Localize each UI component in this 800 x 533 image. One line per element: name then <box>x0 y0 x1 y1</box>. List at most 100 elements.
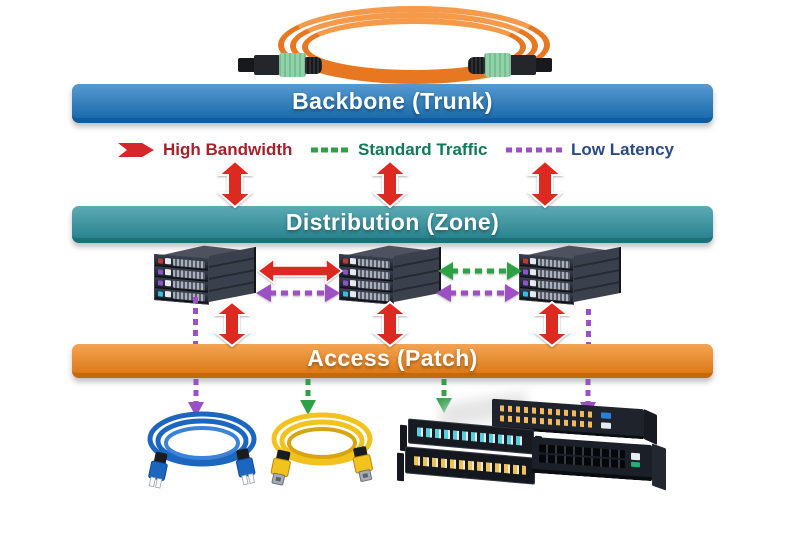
bay-grille <box>173 258 205 268</box>
trunk-cable-coil <box>302 18 526 76</box>
bay-led <box>343 257 348 264</box>
high-bandwidth-vertical-arrow <box>533 300 571 348</box>
legend-label-high-bandwidth: High Bandwidth <box>163 140 293 159</box>
bay-grille <box>173 291 205 301</box>
legend-item-standard-traffic: Standard Traffic <box>310 140 488 160</box>
port-group <box>539 444 625 469</box>
legend-label-low-latency: Low Latency <box>571 140 674 159</box>
bay-led <box>523 257 528 264</box>
backbone-banner-label: Backbone (Trunk) <box>292 87 493 114</box>
bay-button <box>165 257 171 265</box>
mpo-connector-body <box>510 55 536 75</box>
bay-led <box>343 268 348 275</box>
distribution-switch <box>150 243 258 309</box>
bay-button <box>350 268 356 276</box>
port-row <box>414 456 526 475</box>
low-latency-pass-through-line <box>586 309 591 344</box>
low-latency-drop-arrow <box>188 379 204 417</box>
port-row <box>417 427 525 446</box>
standard-traffic-drop-arrow <box>300 379 316 415</box>
bay-button <box>350 290 356 298</box>
bay-grille <box>358 258 390 268</box>
bay-led <box>523 268 528 275</box>
green-dashed-line-icon <box>310 147 348 153</box>
bay-button <box>530 268 536 276</box>
legend-item-low-latency: Low Latency <box>506 140 674 160</box>
bay-grille <box>538 280 570 290</box>
legend: High Bandwidth Standard Traffic Low Late… <box>118 139 674 161</box>
low-latency-pass-through-line <box>193 297 198 344</box>
mpo-connector-tip <box>238 58 256 72</box>
high-bandwidth-vertical-arrow <box>526 159 564 209</box>
rack-ear <box>652 443 666 491</box>
bay-led <box>343 279 348 286</box>
mpo-connector-left-icon <box>238 50 322 80</box>
high-bandwidth-horizontal-arrow <box>256 257 344 285</box>
bay-button <box>165 279 171 287</box>
bay-grille <box>173 280 205 290</box>
bay-button <box>530 257 536 265</box>
bay-grille <box>358 291 390 301</box>
bay-led <box>158 268 163 275</box>
fiber-connector-icon <box>352 446 373 482</box>
bay-grille <box>538 291 570 301</box>
trunk-cable-coil <box>290 12 538 80</box>
distribution-banner-label: Distribution (Zone) <box>285 208 500 235</box>
bay-led <box>343 290 348 297</box>
mpo-connector-body <box>254 55 280 75</box>
standard-traffic-dashed-arrow <box>438 262 522 280</box>
fiber-connector-icon <box>270 449 291 486</box>
low-latency-dashed-arrow <box>256 284 340 302</box>
uplink-ports <box>601 411 611 429</box>
mpo-connector-boot <box>468 56 485 74</box>
bay-button <box>350 279 356 287</box>
bay-led <box>158 290 163 297</box>
legend-label-standard-traffic: Standard Traffic <box>357 140 488 159</box>
switch-front-face <box>154 254 209 305</box>
rack-ear <box>644 409 657 445</box>
rack-ear <box>397 452 404 482</box>
switch-side-face <box>209 246 256 302</box>
bay-button <box>530 290 536 298</box>
bay-grille <box>358 269 390 279</box>
bay-button <box>165 268 171 276</box>
port-row <box>500 414 596 428</box>
high-bandwidth-vertical-arrow <box>371 159 409 209</box>
high-bandwidth-vertical-arrow <box>213 300 251 348</box>
switch-front-face <box>339 254 394 305</box>
low-latency-dashed-arrow <box>436 284 520 302</box>
switch-front-face <box>519 254 574 305</box>
red-solid-arrow-icon <box>118 143 154 157</box>
mpo-connector-tip <box>534 58 552 72</box>
high-bandwidth-vertical-arrow <box>216 159 254 209</box>
lc-connector-icon <box>148 451 168 489</box>
mpo-connector-boot <box>305 56 322 74</box>
bay-button <box>165 290 171 298</box>
status-module <box>631 452 640 468</box>
bay-led <box>158 257 163 264</box>
mpo-connector-sleeve <box>484 53 511 77</box>
distribution-switch <box>335 243 443 309</box>
switch-side-face <box>574 246 621 302</box>
bay-led <box>523 279 528 286</box>
bay-grille <box>173 269 205 279</box>
bay-grille <box>358 280 390 290</box>
yellow-fiber-patch-cable <box>270 412 373 486</box>
lc-connector-icon <box>235 448 256 486</box>
trunk-cable-coil <box>278 6 550 84</box>
port-group <box>500 404 596 428</box>
access-banner-label: Access (Patch) <box>307 345 478 371</box>
purple-dashed-line-icon <box>506 147 563 153</box>
bay-grille <box>538 269 570 279</box>
bay-grille <box>538 258 570 268</box>
mpo-connector-right-icon <box>468 50 552 80</box>
switch-side-face <box>394 246 441 302</box>
bay-button <box>530 279 536 287</box>
rackmount-network-switch <box>532 436 652 482</box>
distribution-switch <box>515 243 623 309</box>
lc-duplex-fiber-patch-cable <box>147 411 257 489</box>
bay-led <box>523 290 528 297</box>
legend-item-high-bandwidth: High Bandwidth <box>118 140 292 160</box>
bay-button <box>350 257 356 265</box>
